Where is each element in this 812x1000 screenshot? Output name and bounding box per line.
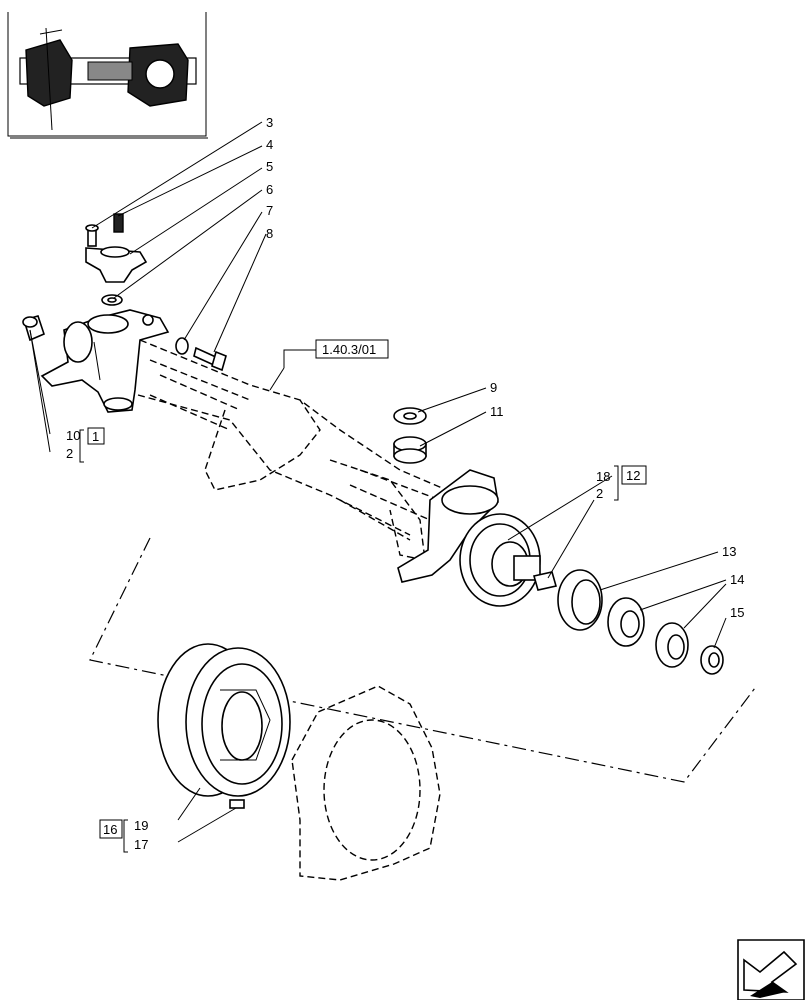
- part-2-bushing: [532, 571, 558, 591]
- callout-17: 17: [134, 837, 148, 852]
- next-page-arrow-icon[interactable]: [737, 939, 805, 1000]
- ref-box-1[interactable]: 1: [87, 427, 105, 445]
- part-6-washer: [101, 294, 123, 306]
- ref-box-1-label: 1: [92, 429, 99, 444]
- part-14-bearing-inner: [607, 597, 645, 647]
- part-8-bolt: [193, 346, 227, 372]
- callout-15: 15: [730, 605, 744, 620]
- part-9-bush: [393, 407, 427, 425]
- callout-18: 18: [596, 469, 610, 484]
- callout-2-left: 2: [66, 446, 73, 461]
- callout-14: 14: [730, 572, 744, 587]
- bracket-right-group: [614, 465, 619, 501]
- callout-11: 11: [490, 404, 504, 419]
- part-3-screw: [85, 224, 99, 247]
- wheel-rim: [291, 685, 441, 881]
- part-5-king-pin-cap: [85, 246, 148, 283]
- part-11-bush: [393, 436, 427, 464]
- ref-box-main[interactable]: 1.40.3/01: [315, 339, 389, 359]
- ref-box-12[interactable]: 12: [621, 465, 647, 485]
- callout-2-right: 2: [596, 486, 603, 501]
- callout-4: 4: [266, 137, 273, 152]
- callout-19: 19: [134, 818, 148, 833]
- callout-3: 3: [266, 115, 273, 130]
- callout-10: 10: [66, 428, 80, 443]
- part-4-grease-nipple: [113, 213, 124, 233]
- ref-box-12-label: 12: [626, 468, 640, 483]
- callout-7: 7: [266, 203, 273, 218]
- bracket-left-group: [79, 429, 84, 463]
- part-13-seal-ring: [557, 569, 603, 631]
- callout-8: 8: [266, 226, 273, 241]
- right-steering-knuckle: [397, 469, 541, 607]
- left-steering-knuckle: [40, 309, 170, 413]
- wheel-hub: [157, 643, 291, 797]
- axle-beam: [137, 339, 471, 561]
- part-14-bearing-outer: [655, 622, 689, 668]
- thumbnail-axle-icon: [7, 12, 208, 139]
- bracket-hub-group: [123, 819, 128, 853]
- ref-box-16[interactable]: 16: [99, 819, 123, 839]
- part-15-nut: [700, 645, 724, 675]
- callout-leaders: [29, 121, 727, 843]
- callout-13: 13: [722, 544, 736, 559]
- part-10-bushing: [22, 315, 45, 342]
- callout-6: 6: [266, 182, 273, 197]
- ref-box-main-label: 1.40.3/01: [322, 342, 376, 357]
- part-17-stud: [229, 799, 245, 809]
- ref-box-16-label: 16: [103, 822, 117, 837]
- callout-9: 9: [490, 380, 497, 395]
- part-7-washer: [175, 337, 189, 355]
- assembly-boundary-line: [89, 537, 756, 783]
- callout-5: 5: [266, 159, 273, 174]
